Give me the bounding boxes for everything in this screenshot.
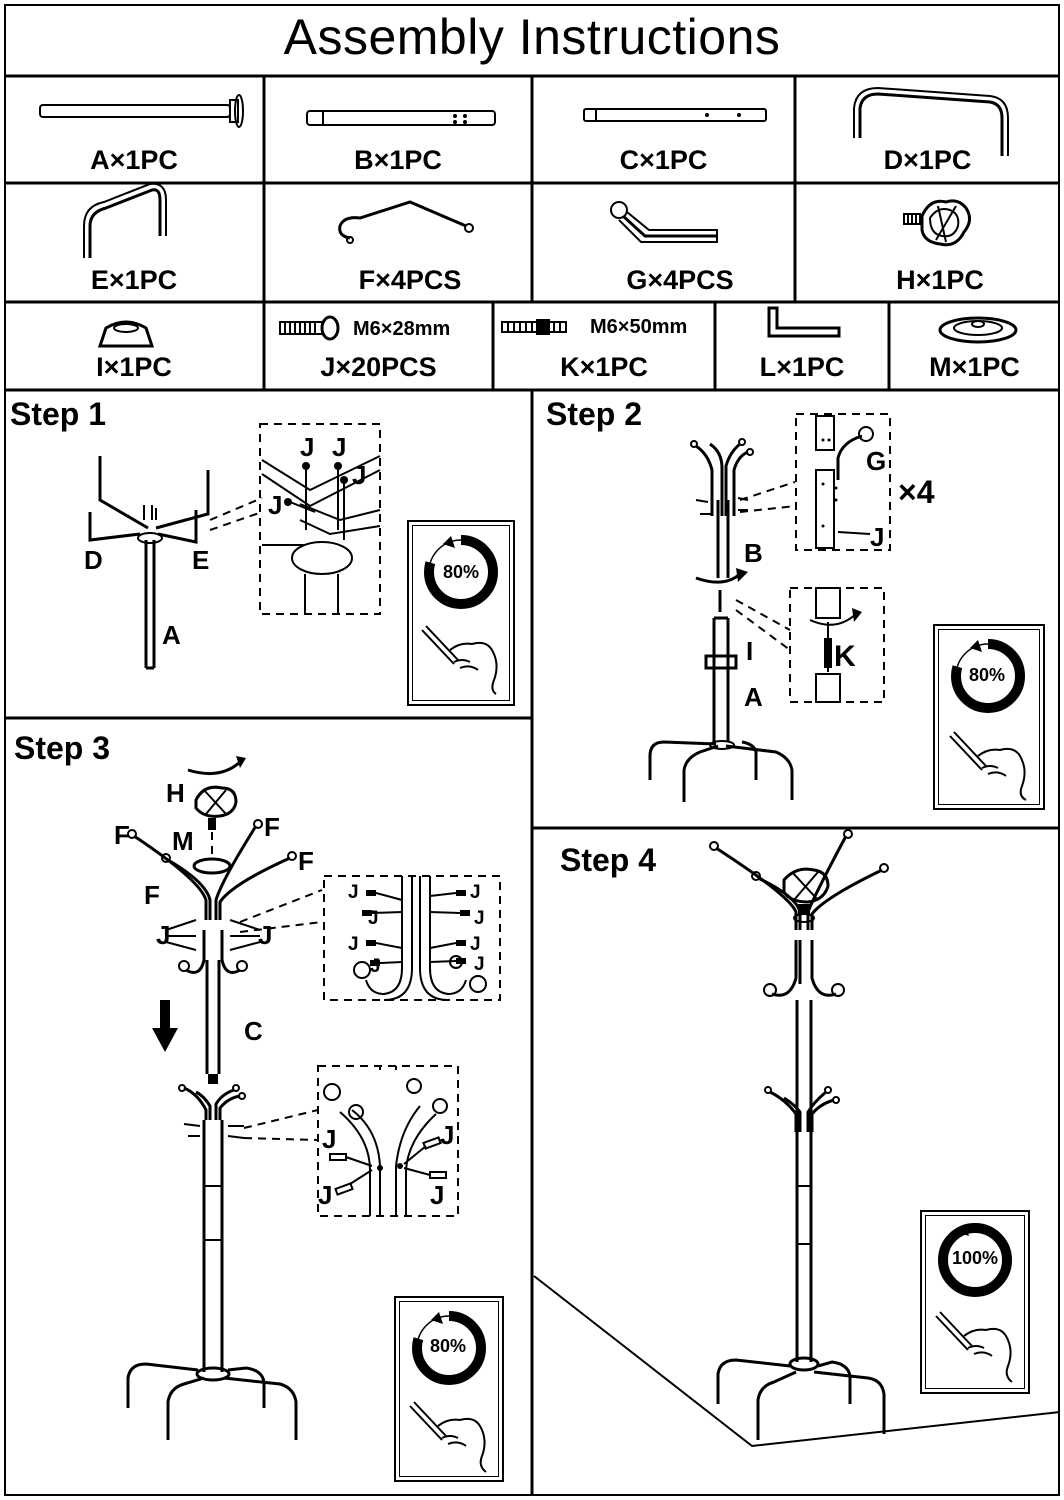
- step-2-torque-box: [933, 624, 1045, 810]
- step-3-torque-inner: [399, 1301, 499, 1477]
- part-k-label: K×1PC: [560, 352, 648, 382]
- step-3-label-m: M: [172, 826, 194, 856]
- step-3-label-f4: F: [144, 880, 160, 910]
- step-2-label-i: I: [746, 636, 754, 666]
- part-c-drawing: [583, 108, 767, 122]
- step-3-zoom-j7: J: [470, 934, 481, 955]
- part-e-drawing: [83, 182, 167, 258]
- step-3-label-j-left: J: [156, 920, 171, 950]
- part-d-drawing: [853, 86, 1009, 156]
- step-1-label-j3: J: [352, 460, 367, 490]
- part-h-drawing: [903, 199, 971, 247]
- part-e-label: E×1PC: [90, 265, 178, 295]
- step-3-hand-icon: [409, 1401, 487, 1473]
- part-a-label: A×1PC: [90, 145, 178, 175]
- part-j-label: J×20PCS: [320, 352, 437, 382]
- step-2-label-g: G: [866, 446, 887, 476]
- step-4-torque-value: 100%: [951, 1248, 999, 1268]
- step-3-label-c: C: [244, 1016, 263, 1046]
- step-3-zoom-j3: J: [348, 934, 359, 955]
- step-3-torque-value: 80%: [429, 1336, 467, 1356]
- step-3-zoom-j6: J: [474, 908, 485, 929]
- step-2-label-a: A: [744, 682, 763, 712]
- step-1-title: Step 1: [10, 396, 107, 432]
- step-1-label-e: E: [192, 545, 210, 575]
- step-3-zoom-j12: J: [430, 1180, 445, 1210]
- step-3-zoom-j5: J: [470, 882, 481, 903]
- step-1-torque-box: [407, 520, 515, 706]
- part-l-drawing: [767, 306, 841, 338]
- step-1-torque-dial: [424, 535, 498, 609]
- part-k-drawing: [501, 319, 567, 335]
- part-m-label: M×1PC: [929, 352, 1020, 382]
- step-1-torque-inner: [412, 525, 510, 701]
- part-g-drawing: [610, 201, 718, 243]
- part-d-label: D×1PC: [883, 145, 972, 175]
- step-3-torque-dial: [412, 1311, 486, 1385]
- step-2-torque-dial: [951, 639, 1025, 713]
- step-1-hand-icon: [421, 625, 498, 695]
- part-b-label: B×1PC: [354, 145, 442, 175]
- step-3-label-f1: F: [114, 820, 130, 850]
- part-i-drawing: [97, 320, 155, 348]
- step-2-title: Step 2: [546, 396, 643, 432]
- part-m-drawing: [938, 316, 1018, 344]
- part-a-drawing: [39, 94, 244, 128]
- part-b-drawing: [306, 110, 496, 126]
- step-4-title: Step 4: [560, 842, 657, 878]
- step-1-label-a: A: [162, 620, 181, 650]
- part-l-label: L×1PC: [759, 352, 845, 382]
- step-2-multiplier: ×4: [898, 474, 935, 510]
- part-f-label: F×4PCS: [358, 265, 462, 295]
- step-3-label-h: H: [166, 778, 185, 808]
- step-2-torque-value: 80%: [968, 665, 1006, 685]
- step-4-torque-box: [920, 1210, 1030, 1394]
- step-1-torque-value: 80%: [442, 562, 480, 582]
- part-k-spec: M6×50mm: [590, 316, 688, 338]
- step-3-drawing: [126, 756, 501, 1440]
- step-2-label-j: J: [870, 522, 885, 552]
- part-f-drawing: [338, 200, 474, 244]
- step-4-torque-inner: [925, 1215, 1025, 1389]
- step-3-zoom-j1: J: [348, 882, 359, 903]
- step-3-label-f3: F: [298, 846, 314, 876]
- page-title: Assembly Instructions: [283, 9, 781, 65]
- step-1-label-j4: J: [268, 490, 283, 520]
- step-3-zoom-j2: J: [368, 908, 379, 929]
- step-2-label-b: B: [744, 538, 763, 568]
- step-1-label-j1: J: [300, 432, 315, 462]
- step-3-zoom-j4: J: [370, 956, 381, 977]
- part-j-drawing: [279, 315, 340, 341]
- step-1-drawing: [88, 423, 381, 670]
- step-2-hand-icon: [949, 731, 1027, 801]
- part-i-label: I×1PC: [96, 352, 172, 382]
- step-1-label-j2: J: [332, 432, 347, 462]
- step-3-label-j-right: J: [258, 920, 273, 950]
- step-3-label-f2: F: [264, 812, 280, 842]
- part-h-label: H×1PC: [896, 265, 984, 295]
- step-2-label-k: K: [834, 640, 856, 673]
- step-4-torque-dial: [938, 1223, 1012, 1297]
- part-c-label: C×1PC: [619, 145, 708, 175]
- part-j-spec: M6×28mm: [353, 318, 451, 340]
- step-3-zoom-j9: J: [322, 1124, 337, 1154]
- step-4-hand-icon: [935, 1311, 1013, 1383]
- step-1-label-d: D: [84, 545, 103, 575]
- step-3-title: Step 3: [14, 730, 111, 766]
- step-3-zoom-j8: J: [474, 954, 485, 975]
- step-3-torque-box: [394, 1296, 504, 1482]
- part-g-label: G×4PCS: [626, 265, 734, 295]
- step-2-drawing: [648, 413, 891, 802]
- step-2-torque-inner: [938, 629, 1040, 805]
- step-3-zoom-j10: J: [318, 1180, 333, 1210]
- step-3-zoom-j11: J: [440, 1120, 455, 1150]
